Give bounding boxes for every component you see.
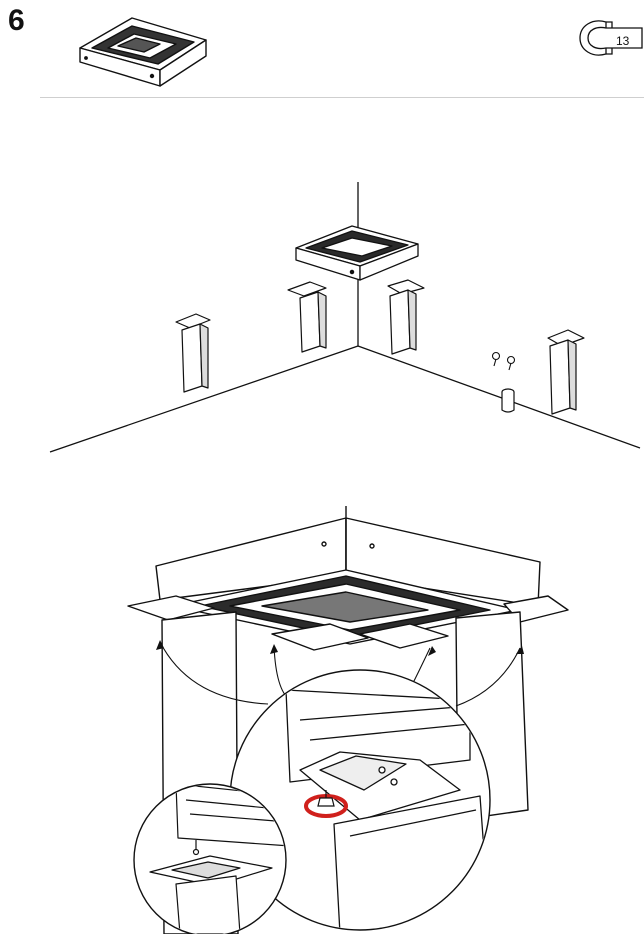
header-divider bbox=[40, 97, 644, 98]
dowel bbox=[501, 388, 515, 413]
wrench-icon bbox=[579, 20, 643, 56]
floor-line-left bbox=[49, 345, 359, 453]
leg-plate-front bbox=[271, 623, 369, 651]
leg-plate-left bbox=[127, 595, 215, 621]
frame-part bbox=[295, 225, 419, 281]
leg-3 bbox=[387, 279, 425, 355]
step-number: 6 bbox=[8, 4, 25, 37]
tool-badge: 13 bbox=[576, 16, 644, 64]
tool-count: 13 bbox=[616, 34, 630, 48]
zoom-circle-large bbox=[229, 669, 491, 931]
leg-plate-front-right bbox=[359, 623, 449, 649]
leg-1 bbox=[175, 313, 211, 393]
leg-4 bbox=[547, 329, 585, 415]
floor-line-right bbox=[357, 345, 641, 449]
screws bbox=[491, 351, 516, 371]
leg-2 bbox=[287, 281, 327, 353]
